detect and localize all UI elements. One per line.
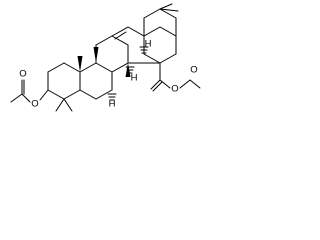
ester-oxygen-right: O bbox=[190, 65, 197, 76]
hashed-bond-h-lower bbox=[107, 93, 117, 101]
hashed-bond-h-right bbox=[125, 66, 135, 74]
stereo-h-upper: H bbox=[145, 39, 152, 50]
carbonyl-ester-group: O bbox=[150, 62, 191, 95]
ring-e bbox=[143, 8, 177, 64]
ring-d bbox=[111, 26, 161, 64]
gem-dimethyl-right bbox=[159, 3, 179, 12]
stereo-h-right: H bbox=[131, 73, 138, 84]
hashed-bond-h-upper bbox=[139, 46, 149, 54]
stereo-hydrogens: H H H bbox=[107, 39, 152, 110]
gem-dimethyl-left bbox=[55, 98, 73, 112]
acetoxy-group: O O bbox=[10, 69, 49, 110]
stereo-h-lower: H bbox=[109, 99, 116, 110]
carbonyl-oxygen-left: O bbox=[19, 69, 26, 80]
ester-oxygen-left: O bbox=[31, 99, 38, 110]
ring-c-double-bond bbox=[114, 31, 127, 40]
carbonyl-oxygen-right: O bbox=[171, 84, 178, 95]
ester-oxygen-right-label: O bbox=[189, 65, 201, 89]
angular-methyls bbox=[77, 47, 131, 77]
ring-b bbox=[79, 62, 113, 100]
ring-c bbox=[95, 35, 129, 73]
oleanane-acetate-structure: O O O H H H O bbox=[10, 3, 201, 112]
ring-a bbox=[47, 62, 81, 100]
